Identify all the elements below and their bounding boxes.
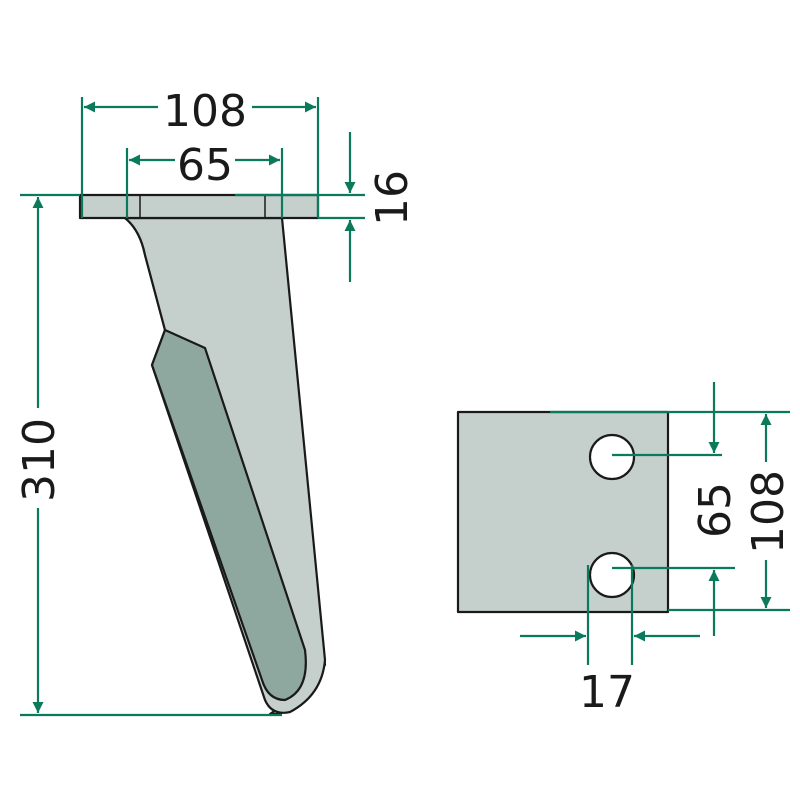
tine-cutting-edge [150, 328, 307, 702]
dim-label-hole-spacing: 65 [177, 140, 233, 191]
dim-label-plate-height: 108 [743, 470, 794, 554]
dim-label-hole-diameter: 17 [579, 667, 635, 718]
plate-dimensions: 65 108 17 [520, 382, 794, 718]
tine-side-view [78, 193, 327, 716]
plate-hole-top [588, 433, 636, 481]
dim-label-plate-hole-spacing: 65 [690, 482, 741, 538]
plate-hole-bottom [588, 551, 636, 599]
mounting-plate-view [456, 410, 670, 614]
mounting-plate [456, 410, 670, 614]
dim-label-height: 310 [14, 418, 65, 502]
dim-label-flange-width: 108 [163, 86, 247, 137]
dim-label-flange-thickness: 16 [367, 170, 418, 226]
tine-dimensions: 108 65 16 310 [14, 86, 418, 717]
